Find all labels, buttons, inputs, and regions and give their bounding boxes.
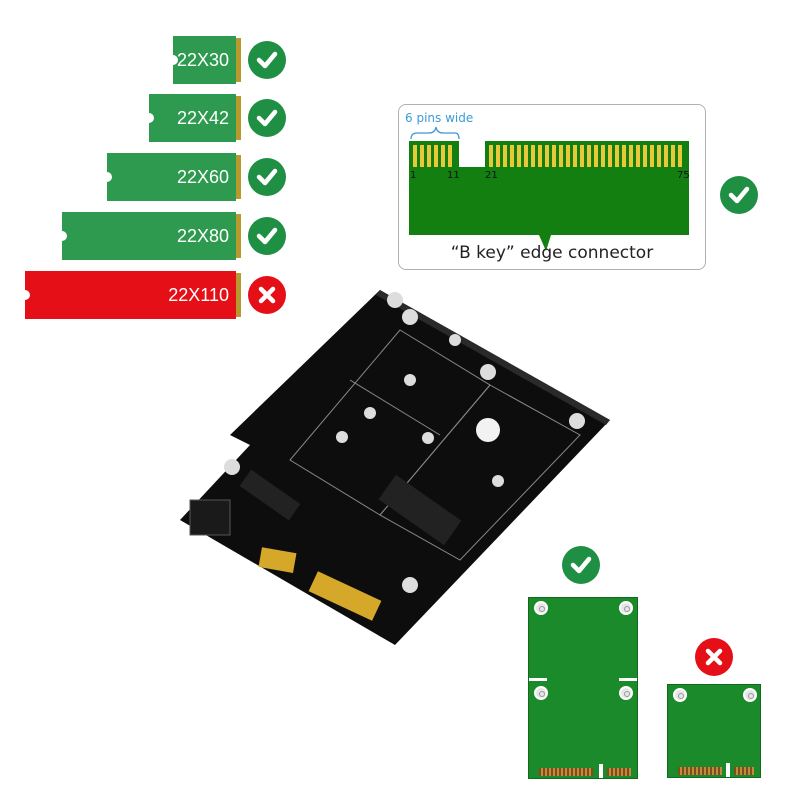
check-icon [720,176,758,214]
adapter-board-photo [170,285,620,650]
bkey-diagram: 6 pins wide 1 11 21 75 “B key” edge conn… [398,104,706,270]
size-label: 22X60 [176,166,229,187]
size-label: 22X80 [176,225,229,246]
check-icon [248,158,286,196]
check-icon [248,41,286,79]
bkey-caption: “B key” edge connector [450,243,654,263]
size-card-22x30: 22X30 [168,36,241,84]
msata-half-size-card [667,684,761,778]
pin-number-21: 21 [485,170,498,181]
x-icon [695,638,733,676]
check-icon [248,99,286,137]
size-label: 22X110 [168,284,229,305]
pin-number-1: 1 [410,170,417,181]
pin-number-75: 75 [677,170,690,181]
size-label: 22X30 [176,49,229,70]
size-label: 22X42 [176,107,229,128]
size-card-22x80: 22X80 [57,212,241,260]
x-icon [248,276,286,314]
bkey-connector-graphic [409,126,689,251]
check-icon [248,217,286,255]
size-card-22x110: 22X110 [20,271,241,319]
size-card-22x42: 22X42 [144,94,241,142]
pins-wide-label: 6 pins wide [405,111,474,125]
pin-number-11: 11 [447,170,460,181]
msata-full-size-card [528,597,638,779]
size-card-22x60: 22X60 [102,153,241,201]
check-icon [562,546,600,584]
